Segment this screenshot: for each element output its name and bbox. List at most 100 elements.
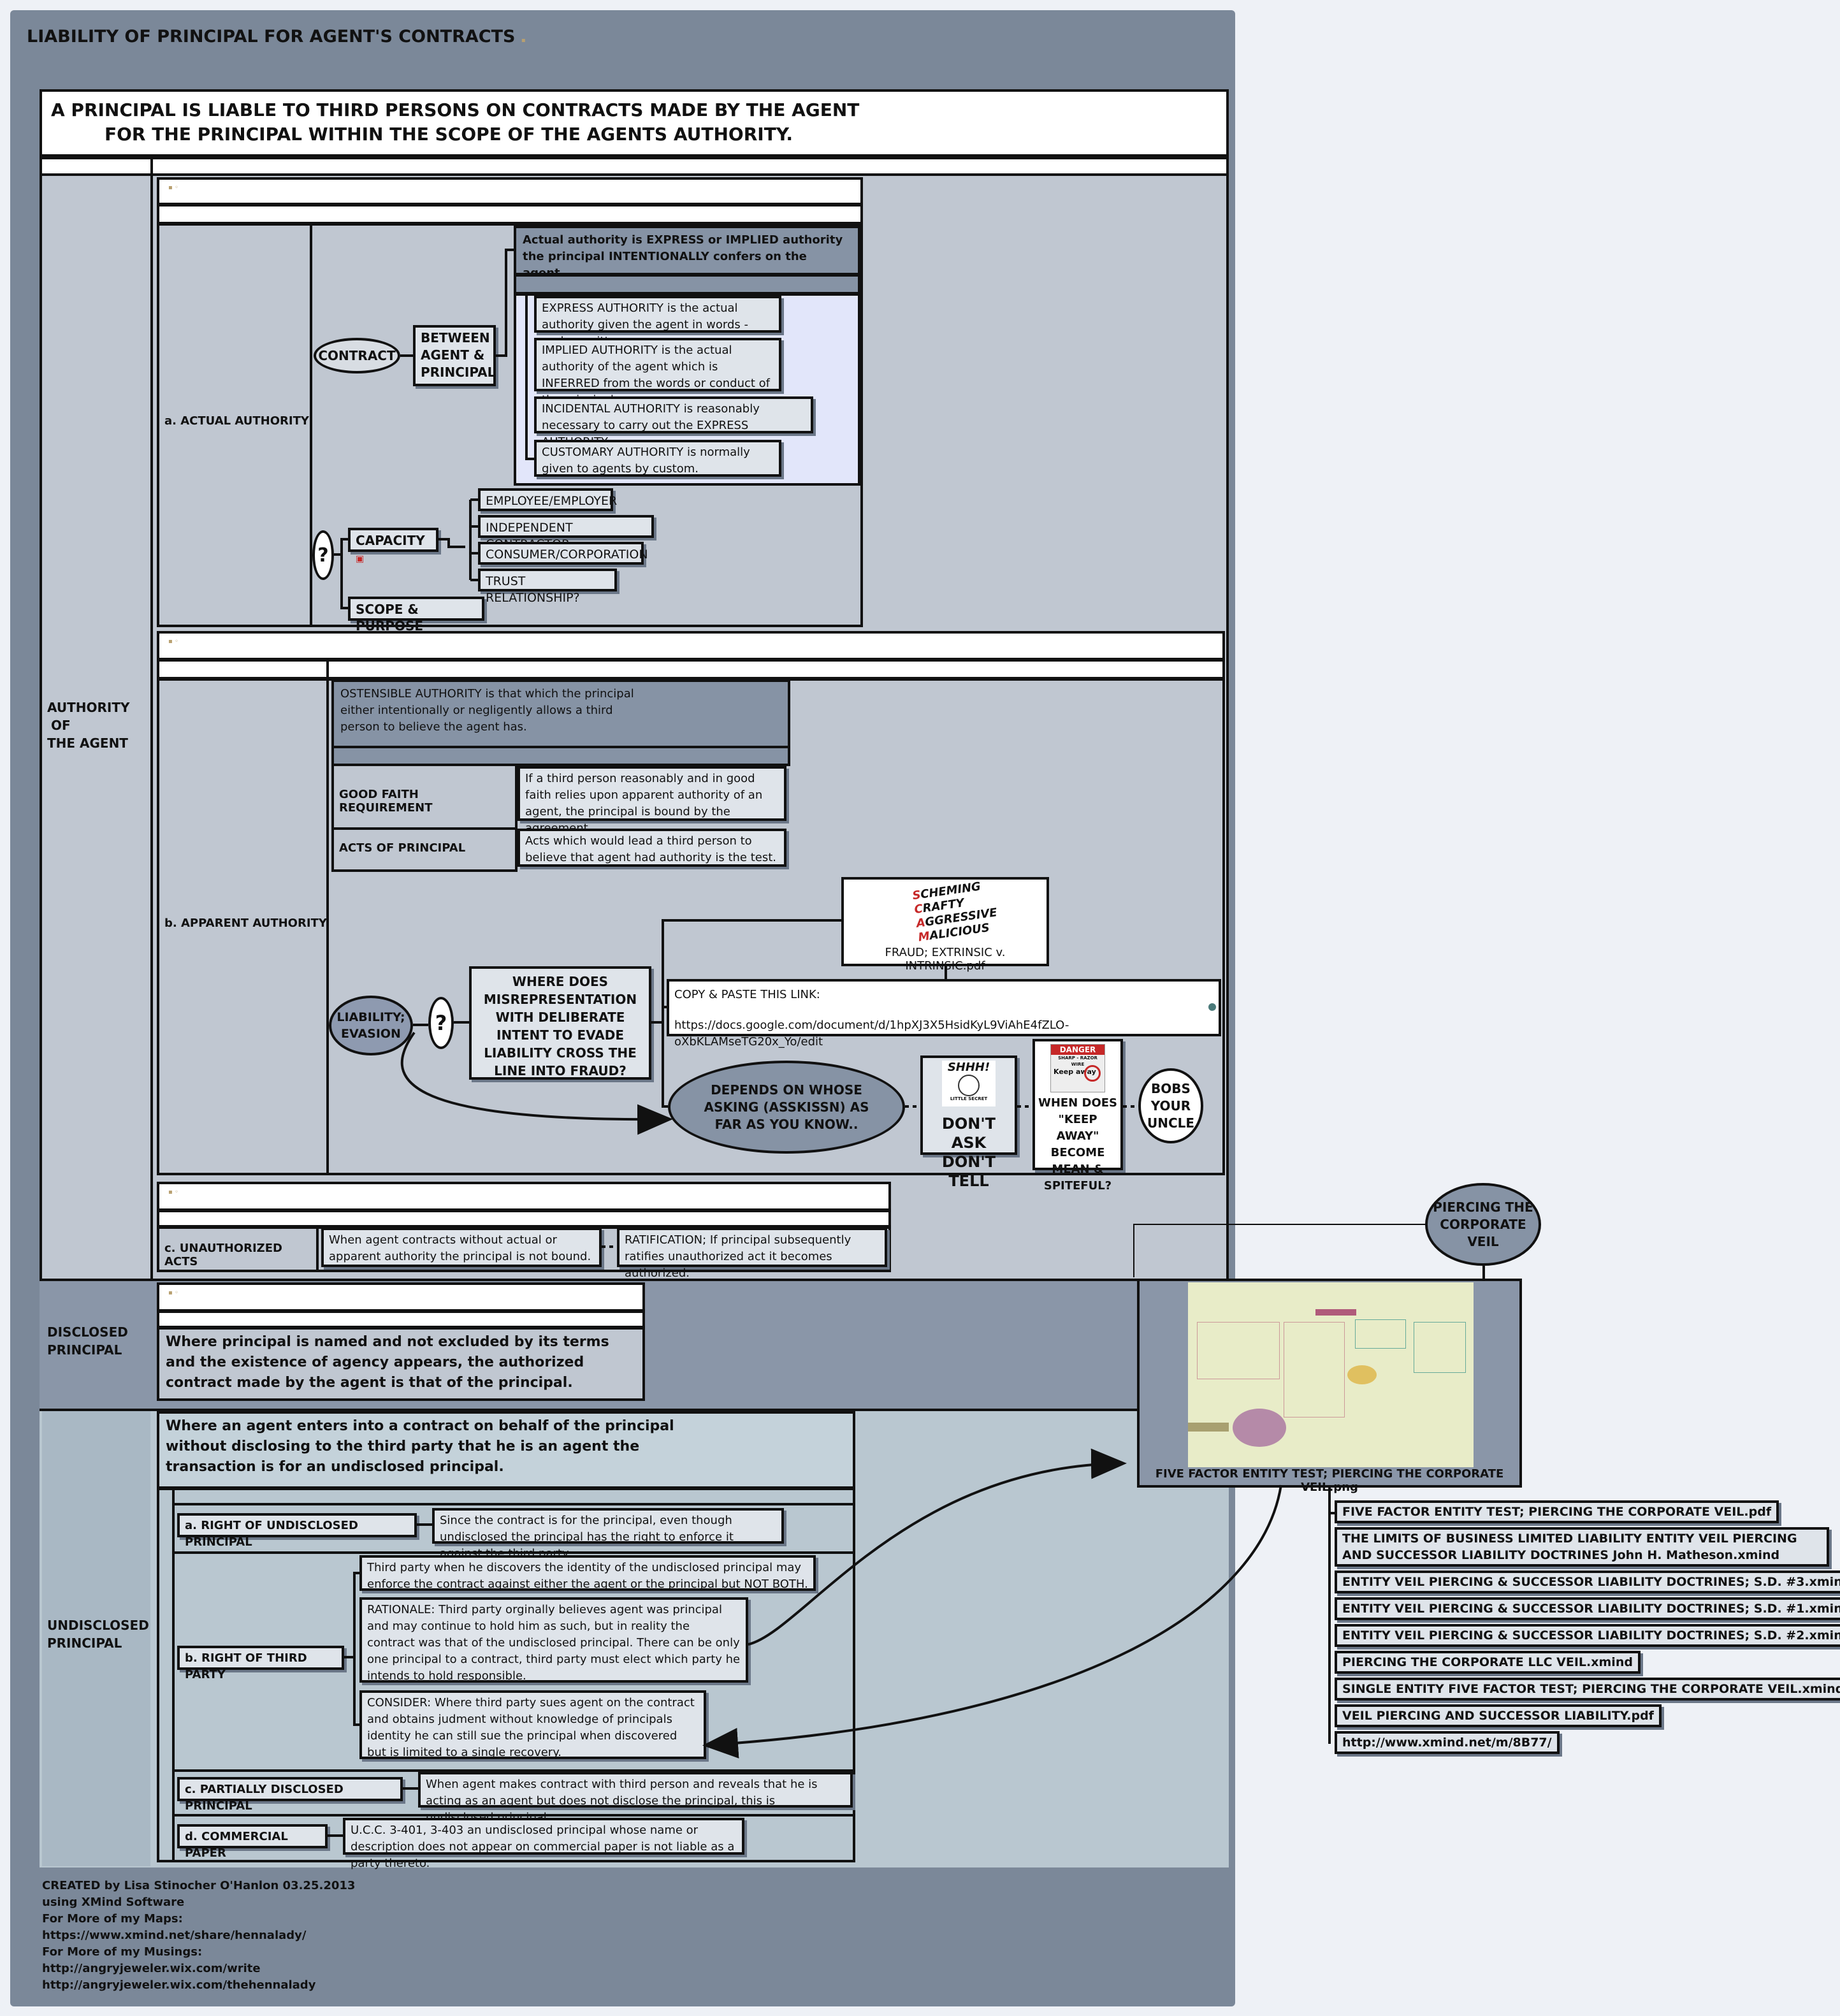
right-undisclosed-label[interactable]: a. RIGHT OF UNDISCLOSED PRINCIPAL: [177, 1513, 417, 1549]
link-xmind-8b77[interactable]: http://www.xmind.net/m/8B77/: [1335, 1731, 1560, 1754]
right-third-party-label[interactable]: b. RIGHT OF THIRD PARTY: [177, 1646, 344, 1681]
implied-authority[interactable]: IMPLIED AUTHORITY is the actual authorit…: [534, 338, 781, 407]
third-party-rationale[interactable]: RATIONALE: Third party orginally believe…: [359, 1597, 748, 1683]
five-factor-image[interactable]: FIVE FACTOR ENTITY TEST; PIERCING THE CO…: [1137, 1279, 1522, 1494]
connector: [1133, 1224, 1426, 1225]
disclosed-subheader: [157, 1310, 645, 1328]
copy-link-label: COPY & PASTE THIS LINK:: [674, 988, 820, 1001]
acts-principal-text[interactable]: Acts which would lead a third person to …: [518, 829, 786, 867]
incidental-authority[interactable]: INCIDENTAL AUTHORITY is reasonably neces…: [534, 396, 813, 449]
shhh-image: SHHH! LITTLE SECRET: [942, 1061, 996, 1106]
liability-question[interactable]: ?: [428, 997, 454, 1049]
disclosed-label-cell: [42, 1281, 150, 1410]
link-veil-piercing-pdf[interactable]: VEIL PIERCING AND SUCCESSOR LIABILITY.pd…: [1335, 1704, 1662, 1727]
third-party-discovery[interactable]: Third party when he discovers the identi…: [359, 1555, 816, 1591]
link-icon: [1208, 1003, 1216, 1011]
copy-link-url[interactable]: https://docs.google.com/document/d/1hpXJ…: [674, 1019, 1069, 1048]
capacity-employee-employer[interactable]: EMPLOYEE/EMPLOYER: [478, 488, 617, 511]
hennalady-link[interactable]: http://angryjeweler.wix.com/thehennalady: [42, 1978, 316, 1992]
fraud-file-caption: FRAUD; EXTRINSIC v. INTRINSIC.pdf: [885, 946, 1006, 973]
undisclosed-divider: [172, 1488, 175, 1862]
apparent-header-bar: ▪ ◦: [157, 631, 1225, 660]
liability-evasion-node[interactable]: LIABILITY; EVASION: [329, 996, 413, 1055]
commercial-paper-label[interactable]: d. COMMERCIAL PAPER: [177, 1824, 328, 1860]
actual-header-bar: ▪ ◦: [157, 177, 863, 205]
bobs-uncle-node[interactable]: BOBS YOUR UNCLE: [1138, 1068, 1203, 1143]
write-link[interactable]: http://angryjeweler.wix.com/write: [42, 1962, 261, 1975]
partially-disclosed-label[interactable]: c. PARTIALLY DISCLOSED PRINCIPAL: [177, 1777, 403, 1813]
capacity-independent-contractor[interactable]: INDEPENDENT CONTRACTOR: [478, 515, 654, 551]
link-sd1[interactable]: ENTITY VEIL PIERCING & SUCCESSOR LIABILI…: [1335, 1597, 1840, 1620]
partially-disclosed-text[interactable]: When agent makes contract with third per…: [418, 1772, 853, 1824]
link-sd2[interactable]: ENTITY VEIL PIERCING & SUCCESSOR LIABILI…: [1335, 1624, 1840, 1647]
capacity-question[interactable]: ?: [312, 530, 334, 580]
actual-subheader: [157, 204, 863, 224]
undisclosed-text[interactable]: Where an agent enters into a contract on…: [157, 1411, 855, 1489]
capacity-trust-relationship[interactable]: TRUST RELATIONSHIP?: [478, 569, 617, 605]
unauthorized-label: c. UNAUTHORIZED ACTS: [157, 1226, 319, 1272]
links-spine: [1328, 1486, 1331, 1744]
ostensible-definition[interactable]: OSTENSIBLE AUTHORITY is that which the p…: [331, 679, 790, 748]
row-divider: [172, 1551, 855, 1554]
scam-image: SCHEMING CRAFTY AGGRESSIVE MALICIOUS: [911, 880, 998, 945]
main-statement-line2: FOR THE PRINCIPAL WITHIN THE SCOPE OF TH…: [105, 124, 793, 145]
misrepresentation-question[interactable]: WHERE DOES MISREPRESENTATION WITH DELIBE…: [469, 966, 651, 1080]
row-divider: [172, 1503, 855, 1505]
footer: CREATED by Lisa Stinocher O'Hanlon 03.25…: [42, 1878, 355, 1994]
link-single-entity[interactable]: SINGLE ENTITY FIVE FACTOR TEST; PIERCING…: [1335, 1678, 1840, 1701]
apparent-subheader: [157, 659, 1225, 679]
row-divider: [172, 1769, 855, 1772]
unauthorized-subheader: [157, 1210, 891, 1228]
commercial-paper-text[interactable]: U.C.C. 3-401, 3-403 an undisclosed princ…: [343, 1818, 744, 1870]
row-divider: [172, 1814, 855, 1817]
keep-away-node[interactable]: DANGER SHARP - RAZOR WIRE Keep away WHEN…: [1032, 1039, 1123, 1193]
apparent-rows-header: [331, 746, 790, 766]
customary-authority[interactable]: CUSTOMARY AUTHORITY is normally given to…: [534, 440, 781, 477]
express-authority[interactable]: EXPRESS AUTHORITY is the actual authorit…: [534, 296, 781, 348]
capacity-node[interactable]: CAPACITY ▣: [348, 528, 438, 564]
main-statement[interactable]: A PRINCIPAL IS LIABLE TO THIRD PERSONS O…: [40, 89, 1229, 157]
page-title: LIABILITY OF PRINCIPAL FOR AGENT'S CONTR…: [27, 27, 526, 47]
note-icon: ▪: [521, 37, 526, 44]
good-faith-text[interactable]: If a third person reasonably and in good…: [518, 766, 786, 835]
actual-definition[interactable]: Actual authority is EXPRESS or IMPLIED a…: [514, 226, 860, 280]
face-icon: [958, 1075, 980, 1096]
depends-node[interactable]: DEPENDS ON WHOSE ASKING (ASSKISSN) AS FA…: [668, 1061, 905, 1154]
apparent-authority-label: b. APPARENT AUTHORITY: [164, 917, 327, 930]
ratification-text[interactable]: RATIFICATION; If principal subsequently …: [617, 1228, 887, 1280]
main-statement-line1: A PRINCIPAL IS LIABLE TO THIRD PERSONS O…: [51, 99, 860, 120]
right-undisclosed-text[interactable]: Since the contract is for the principal,…: [432, 1508, 784, 1560]
dont-ask-node[interactable]: SHHH! LITTLE SECRET DON'T ASK DON'T TELL: [920, 1055, 1017, 1190]
unauthorized-header-bar: ▪ ◦: [157, 1182, 891, 1211]
actual-authority-label: a. ACTUAL AUTHORITY: [164, 414, 309, 428]
good-faith-label: GOOD FAITH REQUIREMENT: [331, 764, 518, 830]
actual-divider: [310, 223, 312, 627]
contract-node[interactable]: CONTRACT: [314, 338, 400, 373]
fraud-attachment[interactable]: SCHEMING CRAFTY AGGRESSIVE MALICIOUS FRA…: [841, 877, 1049, 973]
actual-types-header: [514, 274, 860, 294]
disclosed-text[interactable]: Where principal is named and not exclude…: [157, 1327, 645, 1401]
column-divider: [150, 157, 153, 1867]
link-limits-business-liability[interactable]: THE LIMITS OF BUSINESS LIMITED LIABILITY…: [1335, 1527, 1829, 1567]
link-llc-veil[interactable]: PIERCING THE CORPORATE LLC VEIL.xmind: [1335, 1651, 1641, 1674]
undisclosed-label-cell: [42, 1411, 150, 1866]
unauthorized-text[interactable]: When agent contracts without actual or a…: [321, 1228, 602, 1267]
attachment-icon: ▣: [356, 554, 365, 564]
link-sd3[interactable]: ENTITY VEIL PIERCING & SUCCESSOR LIABILI…: [1335, 1570, 1840, 1593]
no-entry-icon: [1084, 1065, 1101, 1082]
copy-link-box[interactable]: COPY & PASTE THIS LINK: https://docs.goo…: [667, 979, 1221, 1048]
maps-link[interactable]: https://www.xmind.net/share/hennalady/: [42, 1929, 307, 1942]
capacity-consumer-corporation[interactable]: CONSUMER/CORPORATION: [478, 542, 648, 565]
disclosed-header-bar: ▪ ◦: [157, 1282, 645, 1312]
third-party-consider[interactable]: CONSIDER: Where third party sues agent o…: [359, 1690, 706, 1759]
connector: [1133, 1224, 1134, 1277]
link-five-factor-pdf[interactable]: FIVE FACTOR ENTITY TEST; PIERCING THE CO…: [1335, 1500, 1779, 1523]
acts-principal-label: ACTS OF PRINCIPAL: [331, 827, 518, 872]
scope-purpose-node[interactable]: SCOPE & PURPOSE: [348, 597, 484, 634]
danger-sign-image: DANGER SHARP - RAZOR WIRE Keep away: [1050, 1044, 1105, 1092]
